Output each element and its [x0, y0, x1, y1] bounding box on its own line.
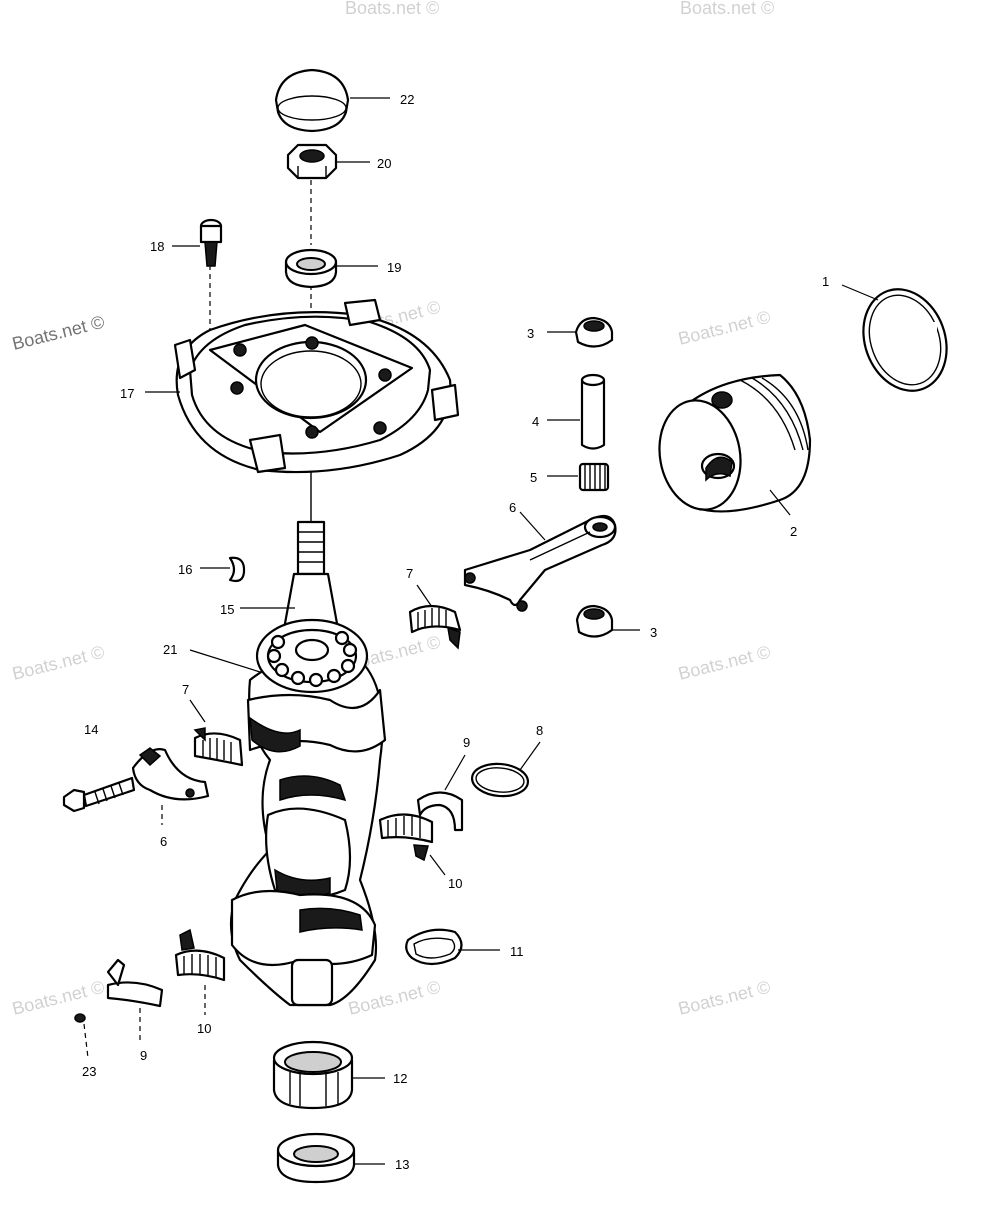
- crankshaft-assembly-part-21[interactable]: [229, 618, 387, 1007]
- callout-15: 15: [220, 602, 234, 617]
- watermark-text: Boats.net ©: [345, 0, 439, 18]
- callout-19: 19: [387, 260, 401, 275]
- watermark-text: Boats.net ©: [676, 642, 772, 684]
- callout-labels: 22 20 19 18 17 1 3 4 5 6 2 3 7 16 15 21 …: [82, 92, 829, 1172]
- callout-7-lower: 7: [182, 682, 189, 697]
- callout-1: 1: [822, 274, 829, 289]
- needle-bearing-part-5[interactable]: [578, 462, 610, 492]
- callout-18: 18: [150, 239, 164, 254]
- callout-5: 5: [530, 470, 537, 485]
- needle-bearing-part-10-left[interactable]: [174, 928, 226, 982]
- retaining-ring-part-8[interactable]: [470, 762, 530, 799]
- callout-20: 20: [377, 156, 391, 171]
- callout-3-bottom: 3: [650, 625, 657, 640]
- watermark-text: Boats.net ©: [680, 0, 774, 18]
- leader-lines: [83, 97, 879, 1165]
- oil-seal-part-13[interactable]: [276, 1132, 356, 1184]
- dowel-pin-part-23[interactable]: [74, 1013, 86, 1023]
- snap-ring-part-11[interactable]: [405, 928, 463, 966]
- callout-11: 11: [510, 944, 524, 959]
- cap-part-22[interactable]: [274, 68, 350, 133]
- callout-3-top: 3: [527, 326, 534, 341]
- watermark-text: Boats.net ©: [10, 642, 106, 684]
- callout-21: 21: [163, 642, 177, 657]
- callout-17: 17: [120, 386, 134, 401]
- bolt-part-18[interactable]: [199, 218, 223, 267]
- callout-9-right: 9: [463, 735, 470, 750]
- rod-bearing-part-7-upper[interactable]: [408, 604, 462, 650]
- callout-2: 2: [790, 524, 797, 539]
- needle-bearing-part-10-right[interactable]: [378, 813, 434, 862]
- piston-ring-part-1[interactable]: [850, 277, 961, 402]
- callout-9-left: 9: [140, 1048, 147, 1063]
- bearing-balls: [266, 630, 358, 688]
- callout-8: 8: [536, 723, 543, 738]
- pin-retainer-part-3-bottom[interactable]: [575, 604, 614, 638]
- seal-part-19[interactable]: [284, 248, 338, 289]
- callout-7-upper: 7: [406, 566, 413, 581]
- watermark-text: Boats.net ©: [676, 977, 772, 1019]
- bearing-race-part-9-right[interactable]: [416, 791, 464, 832]
- watermark-text: Boats.net ©: [346, 977, 442, 1019]
- bearing-race-part-9-left[interactable]: [106, 958, 164, 1008]
- pin-retainer-part-3-top[interactable]: [574, 316, 614, 348]
- callout-12: 12: [393, 1071, 407, 1086]
- rod-cap-part-6[interactable]: [62, 747, 210, 813]
- connecting-rod-part-6[interactable]: [463, 514, 617, 612]
- callout-10-right: 10: [448, 876, 462, 891]
- callout-22: 22: [400, 92, 414, 107]
- piston-part-2[interactable]: [651, 373, 812, 516]
- watermark-text: Boats.net ©: [676, 307, 772, 349]
- callout-23: 23: [82, 1064, 96, 1079]
- callout-6-upper: 6: [509, 500, 516, 515]
- callout-4: 4: [532, 414, 539, 429]
- stator-plate-part-17[interactable]: [173, 298, 460, 474]
- rod-bearing-part-7-lower[interactable]: [193, 727, 244, 767]
- watermark-text: Boats.net ©: [10, 977, 106, 1019]
- callout-6-lower: 6: [160, 834, 167, 849]
- nut-part-20[interactable]: [286, 143, 338, 180]
- woodruff-key-part-16[interactable]: [228, 556, 246, 583]
- wrist-pin-part-4[interactable]: [580, 373, 606, 450]
- roller-bearing-part-12[interactable]: [272, 1040, 354, 1110]
- watermarks: Boats.net © Boats.net © Boats.net © Boat…: [10, 0, 774, 1019]
- callout-14: 14: [84, 722, 98, 737]
- callout-10-left: 10: [197, 1021, 211, 1036]
- callout-13: 13: [395, 1157, 409, 1172]
- callout-16: 16: [178, 562, 192, 577]
- watermark-text: Boats.net ©: [10, 312, 106, 354]
